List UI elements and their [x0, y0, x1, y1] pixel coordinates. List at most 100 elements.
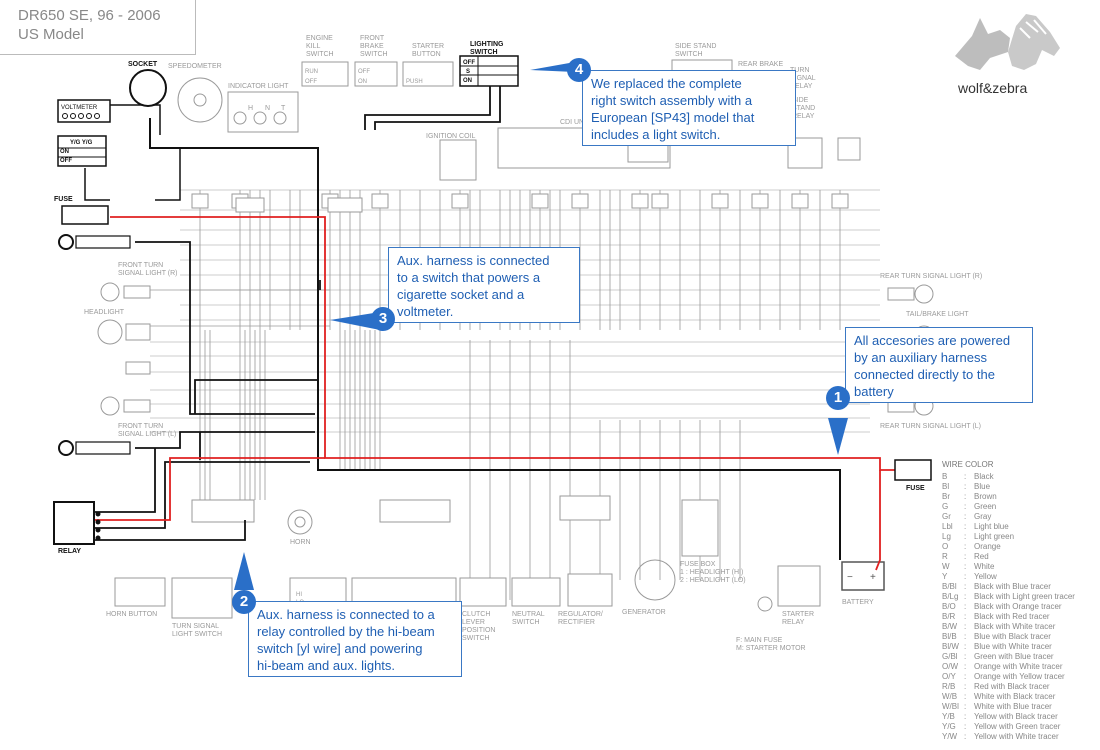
- legend-code: Bl: [942, 482, 950, 491]
- callout-line: by an auxiliary harness: [854, 350, 987, 365]
- legend-desc: White: [974, 562, 995, 571]
- legend-code: Bl/W: [942, 642, 959, 651]
- relay-wire: [95, 461, 310, 529]
- legend-row: Br:Brown: [942, 492, 1097, 502]
- relay-terminal: [95, 535, 101, 541]
- legend-separator: :: [964, 532, 967, 541]
- run-label: RUN: [305, 69, 318, 75]
- headlight-label: HEADLIGHT: [84, 309, 125, 316]
- front-turn-l-bulb: [100, 396, 120, 416]
- connector: [631, 193, 649, 209]
- aux-light-upper: [58, 234, 74, 250]
- aux-switch-header: Y/G Y/G: [70, 140, 93, 146]
- legend-desc: Yellow with Green tracer: [974, 722, 1061, 731]
- legend-code: G: [942, 502, 949, 511]
- legend-desc: Green with Blue tracer: [974, 652, 1054, 661]
- legend-separator: :: [964, 632, 967, 641]
- callout-line: relay controlled by the hi-beam: [257, 624, 435, 639]
- connector: [791, 193, 809, 209]
- aux-light-lower-socket: [75, 441, 131, 455]
- legend-desc: Green: [974, 502, 997, 511]
- legend-separator: :: [964, 602, 967, 611]
- battery-minus: −: [847, 572, 853, 583]
- on-label: ON: [358, 79, 367, 85]
- wolf-zebra-logo: [955, 14, 1060, 70]
- legend-desc: White with Blue tracer: [974, 702, 1052, 711]
- neutral-label: NEUTRAL: [512, 611, 545, 618]
- engine-kill-label: SWITCH: [306, 51, 334, 58]
- legend-row: W/Bl:White with Blue tracer: [942, 702, 1097, 712]
- clutch-label: LEVER: [462, 619, 485, 626]
- horn-label: HORN: [290, 539, 311, 546]
- legend-code: B/R: [942, 612, 956, 621]
- front-turn-r-label: SIGNAL LIGHT (R): [118, 270, 178, 277]
- legend-desc: Black with Light green tracer: [974, 592, 1075, 601]
- legend-desc: Yellow with White tracer: [974, 732, 1059, 741]
- legend-row: Bl/W:Blue with White tracer: [942, 642, 1097, 652]
- fuse-right-label: FUSE: [906, 485, 925, 492]
- legend-separator: :: [964, 642, 967, 651]
- legend-row: B/R:Black with Red tracer: [942, 612, 1097, 622]
- callout-line: voltmeter.: [397, 304, 454, 319]
- legend-separator: :: [964, 542, 967, 551]
- front-brake-switch: [354, 61, 398, 87]
- legend-separator: :: [964, 612, 967, 621]
- legend-row: W/B:White with Black tracer: [942, 692, 1097, 702]
- off-label: OFF: [358, 69, 370, 75]
- legend-desc: Gray: [974, 512, 992, 521]
- horn-button-label: HORN BUTTON: [106, 611, 157, 618]
- legend-desc: Blue: [974, 482, 991, 491]
- headlight-socket: [125, 323, 151, 341]
- title-line-2: US Model: [18, 26, 84, 43]
- front-turn-r-bulb: [100, 282, 120, 302]
- connector: [379, 499, 451, 523]
- fuse-box-label: 1 : HEADLIGHT (HI): [680, 569, 743, 576]
- engine-kill-switch: [301, 61, 349, 87]
- indicator-bulb: [273, 111, 287, 125]
- legend-code: R/B: [942, 682, 956, 691]
- legend-separator: :: [964, 662, 967, 671]
- aux-light-left-wire: [135, 241, 315, 415]
- aux-light-left-wire: [135, 431, 315, 449]
- legend-row: R/B:Red with Black tracer: [942, 682, 1097, 692]
- relay-terminal: [95, 519, 101, 525]
- voltmeter-terminal: [62, 113, 68, 119]
- legend-separator: :: [964, 482, 967, 491]
- starter-button-label: BUTTON: [412, 51, 441, 58]
- callout-line: European [SP43] model that: [591, 110, 755, 125]
- ignition-coil-label: IGNITION COIL: [426, 133, 476, 140]
- legend-separator: :: [964, 702, 967, 711]
- battery-label: BATTERY: [842, 599, 874, 606]
- indicator-bulb: [233, 111, 247, 125]
- side-stand-relay-label: RELAY: [792, 113, 815, 120]
- fuse-box-label: 2 : HEADLIGHT (LO): [680, 577, 746, 584]
- callout-line: hi-beam and aux. lights.: [257, 658, 396, 673]
- callout-line: battery: [854, 384, 894, 399]
- fuse-right: [894, 459, 932, 481]
- legend-row: Lbl:Light blue: [942, 522, 1097, 532]
- front-turn-l-socket: [123, 399, 151, 413]
- legend-code: Lbl: [942, 522, 953, 531]
- legend-desc: Light green: [974, 532, 1015, 541]
- side-stand-relay-label: SIDE: [792, 97, 809, 104]
- callout-lighting-switch: We replaced the complete right switch as…: [582, 70, 796, 146]
- legend-separator: :: [964, 512, 967, 521]
- legend-row: O:Orange: [942, 542, 1097, 552]
- arrow-2: [234, 552, 254, 590]
- horn-button: [114, 577, 166, 607]
- turn-signal-switch-label: TURN SIGNAL: [172, 623, 219, 630]
- legend-separator: :: [964, 562, 967, 571]
- connector: [451, 193, 469, 209]
- legend-code: Y: [942, 572, 948, 581]
- legend-code: Bl/B: [942, 632, 957, 641]
- aux-harness-voltmeter: [110, 104, 161, 135]
- rear-turn-r-label: REAR TURN SIGNAL LIGHT (R): [880, 273, 982, 280]
- clutch-label: POSITION: [462, 627, 495, 634]
- main-fuse-note: M: STARTER MOTOR: [736, 645, 806, 652]
- connector: [831, 193, 849, 209]
- arrow-1: [828, 418, 848, 455]
- callout-line: includes a light switch.: [591, 127, 721, 142]
- connector: [531, 193, 549, 209]
- relay-to-hibeam: [95, 520, 246, 541]
